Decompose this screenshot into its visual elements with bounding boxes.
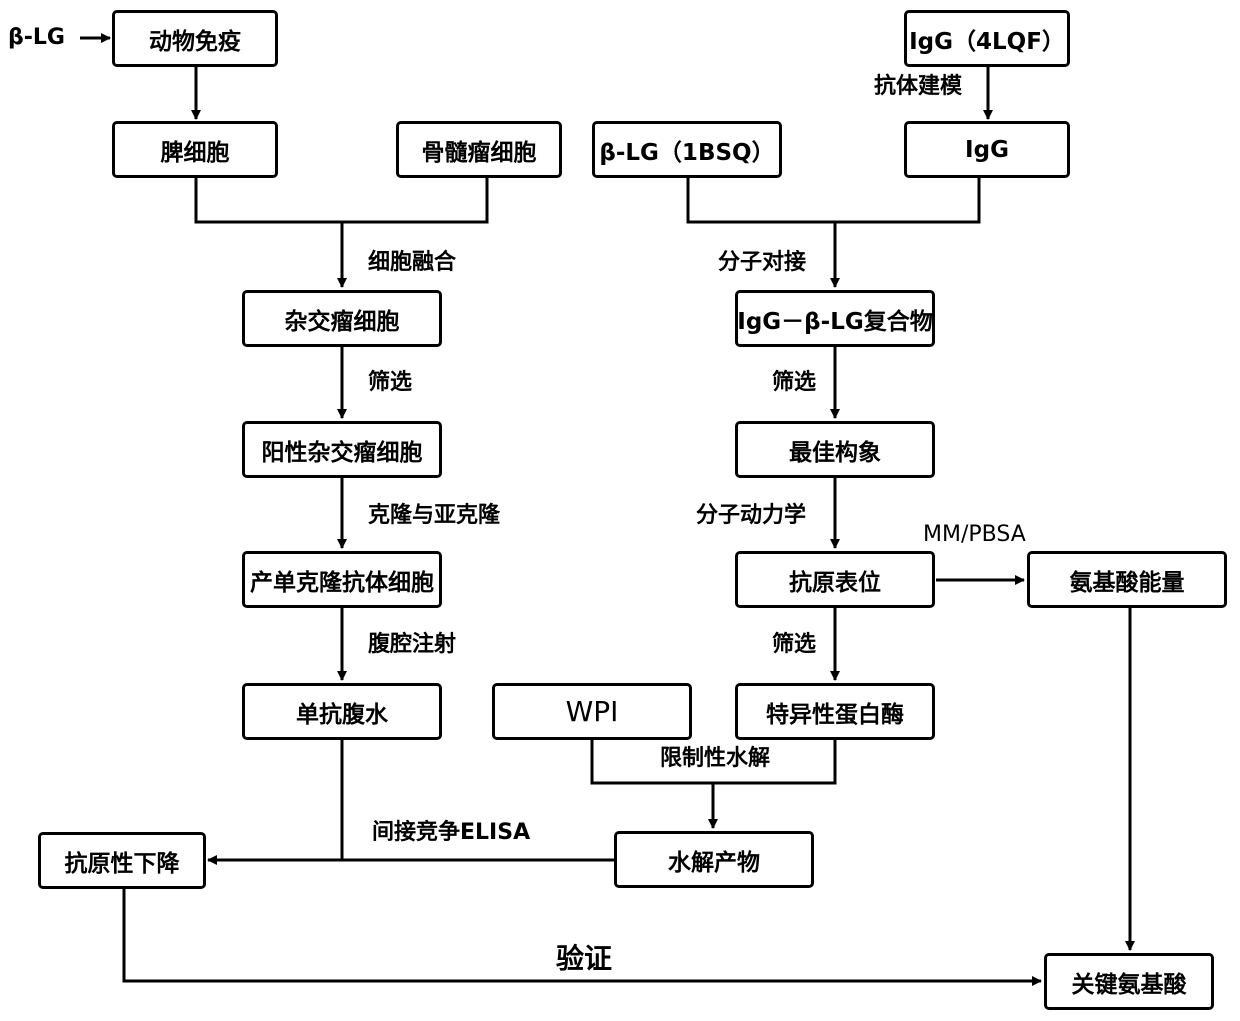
- verification-label: 验证: [556, 945, 612, 973]
- screen-label-protease: 筛选: [772, 634, 816, 656]
- best-conformation-node: 最佳构象: [735, 421, 935, 478]
- spleen-node: 脾细胞: [112, 121, 278, 178]
- complex-node: IgG－β-LG复合物: [735, 290, 935, 347]
- antigenicity-drop-node: 抗原性下降: [38, 832, 206, 889]
- screen-label-right: 筛选: [772, 372, 816, 394]
- key-aa-node: 关键氨基酸: [1044, 953, 1214, 1010]
- md-label: 分子动力学: [696, 505, 806, 527]
- cell-fusion-label: 细胞融合: [368, 252, 456, 274]
- hybridoma-node: 杂交瘤细胞: [242, 290, 442, 347]
- aa-energy-node: 氨基酸能量: [1027, 551, 1227, 608]
- limited-hydrolysis-label: 限制性水解: [660, 748, 770, 770]
- beta-lg-1bsq-node: β-LG（1BSQ）: [592, 121, 782, 178]
- ic-elisa-label: 间接竞争ELISA: [372, 822, 530, 844]
- antibody-modeling-label: 抗体建模: [874, 76, 962, 98]
- edge-betalg-igg-join: [688, 178, 979, 222]
- myeloma-node: 骨髓瘤细胞: [396, 121, 562, 178]
- edge-spleen-myeloma-join: [196, 178, 487, 222]
- positive-hybridoma-node: 阳性杂交瘤细胞: [242, 421, 442, 478]
- molecular-docking-label: 分子对接: [718, 252, 806, 274]
- igg-4lqf-node: IgG（4LQF）: [904, 10, 1070, 67]
- screen-label-left: 筛选: [368, 372, 412, 394]
- ip-injection-label: 腹腔注射: [368, 634, 456, 656]
- epitope-node: 抗原表位: [735, 551, 935, 608]
- mab-cells-node: 产单克隆抗体细胞: [242, 551, 442, 608]
- wpi-node: WPI: [492, 683, 692, 740]
- igg-node: IgG: [904, 121, 1070, 178]
- beta-lg-input-label: β-LG: [8, 27, 65, 49]
- cloning-label: 克隆与亚克隆: [368, 505, 500, 527]
- ascites-node: 单抗腹水: [242, 683, 442, 740]
- hydrolysate-node: 水解产物: [614, 831, 814, 888]
- mmpbsa-label: MM/PBSA: [923, 524, 1026, 546]
- immunize-node: 动物免疫: [112, 10, 278, 67]
- specific-protease-node: 特异性蛋白酶: [735, 683, 935, 740]
